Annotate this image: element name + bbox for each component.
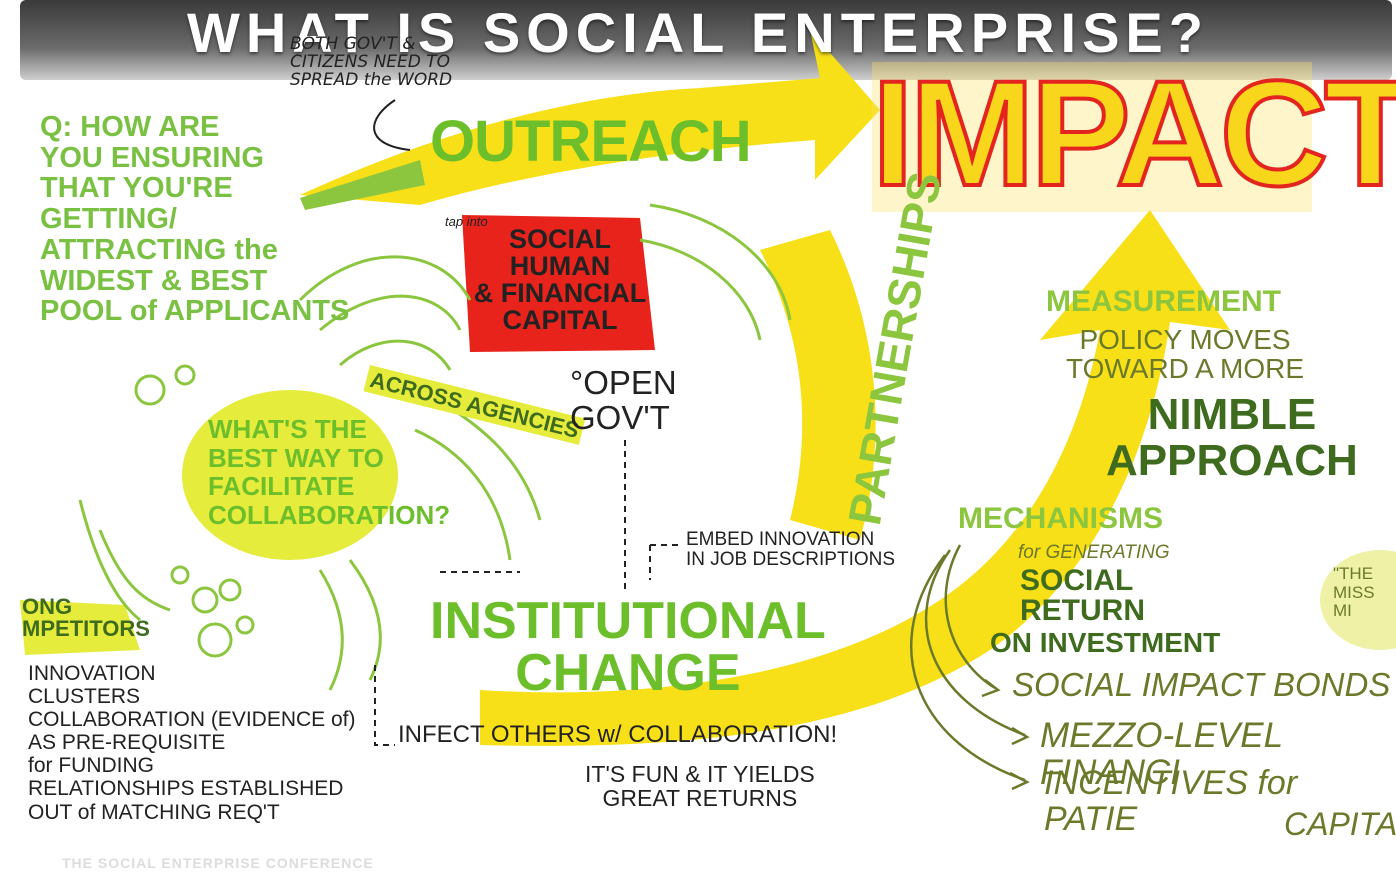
partnerships-band [760,230,876,540]
label-impact: IMPACT [870,49,1396,217]
label-generating: for GENERATING [1018,542,1170,563]
label-mechanisms: MECHANISMS [958,502,1164,535]
dashed-connectors [374,440,680,746]
label-mission: "THE MISS MI [1333,564,1375,621]
footer-conference: THE SOCIAL ENTERPRISE CONFERENCE [62,855,374,871]
impact-block [872,62,1312,212]
bubbles [844,370,1054,606]
list-competitors: INNOVATION CLUSTERS COLLABORATION (EVIDE… [28,662,356,824]
outreach-tail [300,160,425,210]
mission-tag [1320,550,1396,650]
item-capita: CAPITA [1284,806,1396,842]
label-institutional-change: INSTITUTIONAL CHANGE [430,592,826,702]
label-measurement: MEASUREMENT [1046,285,1282,318]
label-tap-into: tap into [445,214,488,229]
note-arrow [373,99,411,151]
question-applicants: Q: HOW ARE YOU ENSURING THAT YOU'RE GETT… [40,111,350,328]
page-title: WHAT IS SOCIAL ENTERPRISE? [187,1,1209,64]
label-infect: INFECT OTHERS w/ COLLABORATION! [398,721,838,748]
question-collaboration: WHAT'S THE BEST WAY TO FACILITATE COLLAB… [208,414,451,530]
circles-doodle [134,364,255,658]
label-open-govt: °OPEN GOV'T [570,364,677,436]
capital-block [462,215,655,352]
label-competitors: ONG MPETITORS [22,594,150,641]
label-embed: EMBED INNOVATION IN JOB DESCRIPTIONS [686,529,896,570]
label-investment: ON INVESTMENT [990,627,1221,658]
item-mezzo: MEZZO-LEVEL FINANCI [1040,716,1283,792]
label-outreach: OUTREACH [430,109,752,174]
mechanism-arrows [910,544,1030,791]
label-policy: POLICY MOVES TOWARD A MORE [1066,324,1305,385]
label-nimble: NIMBLE APPROACH [1106,390,1358,486]
item-incentives: INCENTIVES for PATIE [1044,764,1298,838]
note-citizens: BOTH GOV'T & CITIZENS NEED TO SPREAD the… [290,34,453,90]
item-impact-bonds: SOCIAL IMPACT BONDS [1012,666,1391,703]
title-bar [20,0,1392,80]
competitors-tag [20,600,140,655]
outreach-arrow [300,30,880,205]
label-social-return: SOCIAL RETURN [1020,564,1145,627]
label-capital: SOCIAL HUMAN & FINANCIAL CAPITAL [473,224,647,335]
label-fun: IT'S FUN & IT YIELDS GREAT RETURNS [585,761,815,812]
impact-arrow [480,210,1230,746]
collaboration-circle [182,390,398,560]
